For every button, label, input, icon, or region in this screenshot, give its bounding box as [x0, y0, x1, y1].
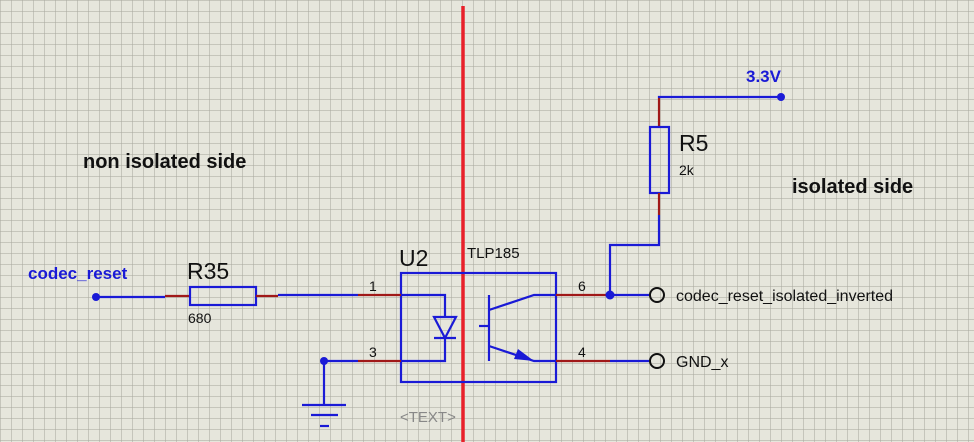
- supply-net-label: 3.3V: [746, 67, 782, 86]
- ground-left[interactable]: [302, 357, 358, 428]
- gnd-x-net[interactable]: GND_x: [610, 353, 728, 371]
- input-net-label: codec_reset: [28, 264, 128, 283]
- r5-ref: R5: [679, 130, 708, 156]
- resistor-r35[interactable]: R35 680: [165, 258, 278, 326]
- phototransistor-symbol: [479, 293, 556, 363]
- output-terminal[interactable]: [649, 287, 665, 303]
- non-isolated-side-label: non isolated side: [83, 151, 246, 173]
- u2-part: TLP185: [467, 245, 520, 262]
- input-net[interactable]: codec_reset: [28, 264, 165, 301]
- supply-junction-dot: [777, 93, 785, 101]
- optocoupler-u2[interactable]: U2 TLP185 1 3 6 4: [358, 245, 610, 384]
- u2-ref: U2: [399, 245, 428, 271]
- text-placeholder[interactable]: <TEXT>: [400, 409, 456, 426]
- supply-net[interactable]: 3.3V: [657, 67, 785, 101]
- u2-pin-1: 1: [369, 278, 377, 294]
- u2-pin-3: 3: [369, 344, 377, 360]
- output-net[interactable]: codec_reset_isolated_inverted: [605, 215, 894, 305]
- gnd-x-label: GND_x: [676, 354, 728, 371]
- resistor-r5[interactable]: R5 2k: [648, 98, 708, 215]
- r35-value: 680: [188, 310, 212, 326]
- r35-ref: R35: [187, 258, 229, 284]
- led-symbol: [401, 293, 458, 363]
- output-net-label: codec_reset_isolated_inverted: [676, 288, 893, 305]
- r5-value: 2k: [679, 162, 695, 178]
- gnd-x-terminal[interactable]: [649, 353, 665, 369]
- u2-pin-6: 6: [578, 278, 586, 294]
- isolated-side-label: isolated side: [792, 176, 913, 198]
- u2-pin-4: 4: [578, 344, 586, 360]
